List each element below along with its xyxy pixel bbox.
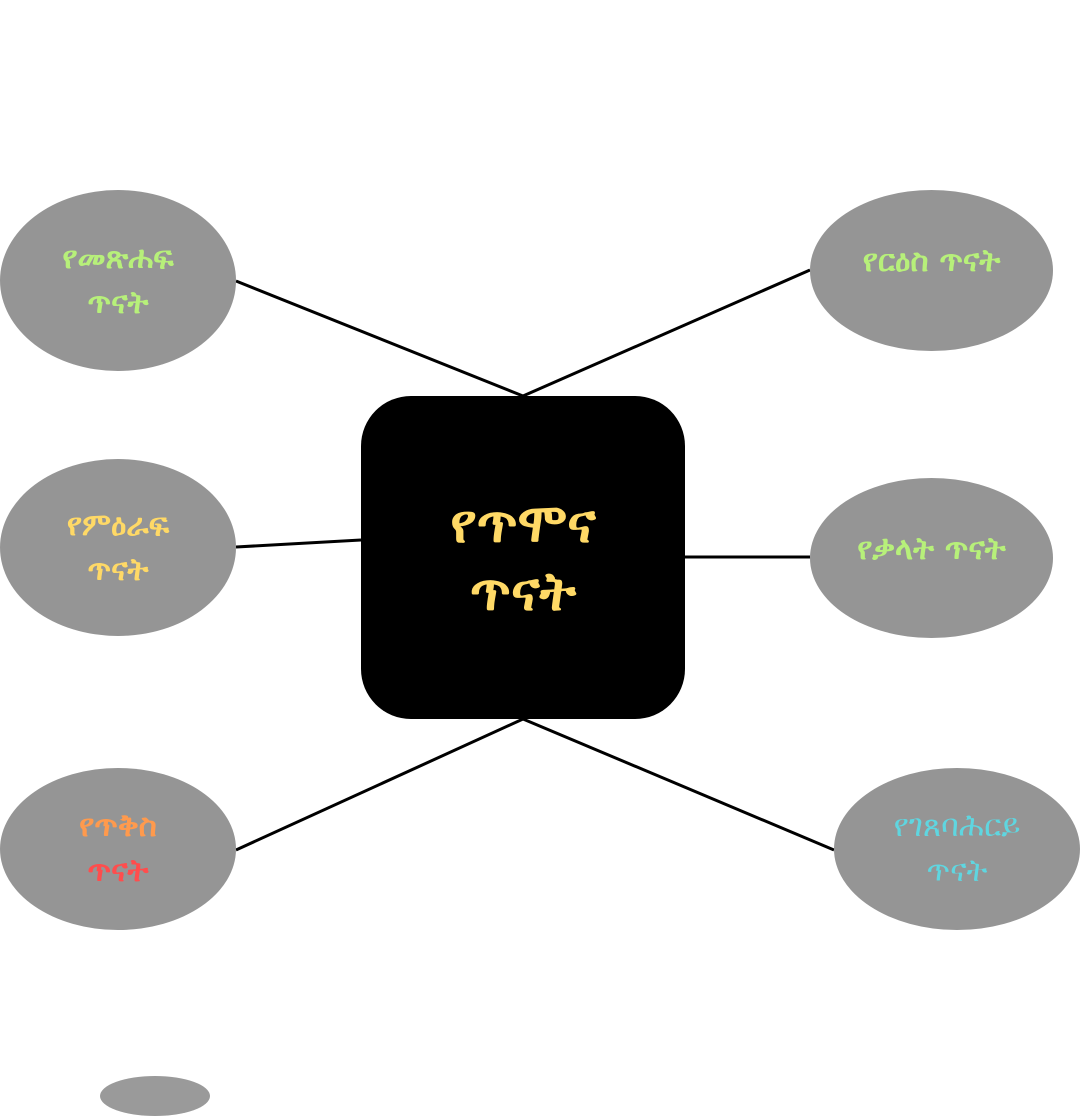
node-2-line-1: የርዕስ ጥናት [862,243,1001,280]
center-topic-line-1: የጥሞና [450,492,596,555]
partial-ellipse-bottom [100,1076,210,1116]
node-6-line-1: የገጸባሕርይ [893,808,1021,845]
edge-center-to-node-5 [235,717,524,852]
node-book-study: የመጽሐፍ ጥናት [0,190,236,371]
node-1-line-1: የመጽሐፍ [62,239,174,276]
connector-lines [235,268,835,852]
node-3-line-2: ጥናት [87,551,149,588]
node-chapter-study: የምዕራፍ ጥናት [0,459,236,636]
node-4-line-1: የቃላት ጥናት [857,530,1006,567]
edge-center-to-node-2 [522,268,811,398]
node-5-line-2: ጥናት [87,853,149,889]
node-topic-study: የርዕስ ጥናት [810,190,1053,351]
edge-center-to-node-1 [235,279,524,398]
node-1-line-2: ጥናት [87,284,149,321]
node-3-line-1: የምዕራፍ [66,506,170,543]
node-character-study: የገጸባሕርይ ጥናት [834,768,1080,930]
center-topic-box: የጥሞና ጥናት [361,396,685,719]
node-word-study: የቃላት ጥናት [810,478,1053,638]
node-6-line-2: ጥናት [926,853,988,889]
node-verse-study: የጥቅስ ጥናት [0,768,236,930]
edge-center-to-node-6 [522,717,835,852]
node-5-line-1: የጥቅስ [79,808,157,845]
edge-center-to-node-3 [235,538,362,549]
center-topic-line-2: ጥናት [469,559,577,623]
